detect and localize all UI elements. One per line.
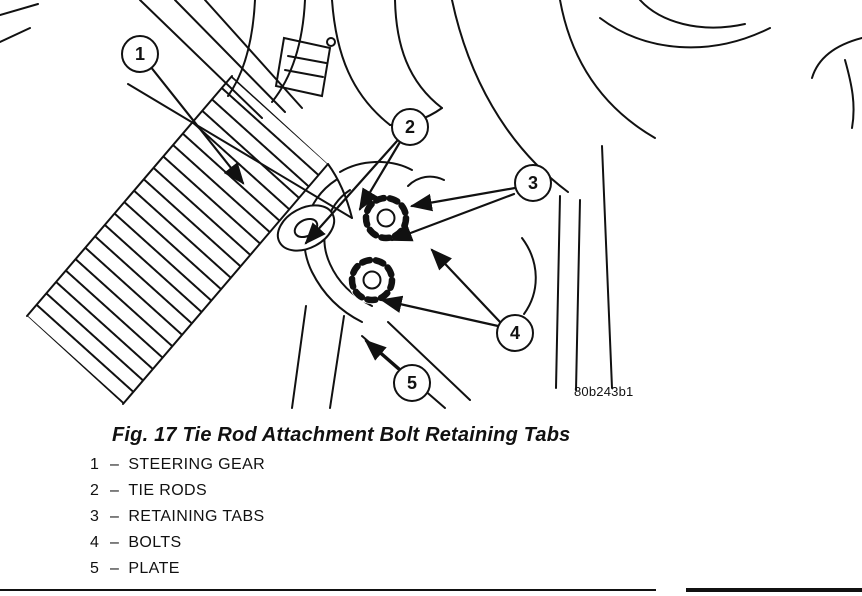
- legend-item-separator: –: [110, 456, 120, 473]
- callout-1: 1: [121, 35, 159, 73]
- legend-item-label: TIE RODS: [128, 482, 208, 499]
- legend-item-label: PLATE: [128, 560, 180, 577]
- legend-item-label: RETAINING TABS: [128, 508, 265, 525]
- steering-gear-art: [26, 0, 353, 405]
- legend-item: 5 – PLATE: [90, 560, 265, 586]
- legend-item-label: STEERING GEAR: [128, 456, 266, 473]
- legend-item-number: 1: [90, 456, 100, 473]
- bottom-rule-left: [0, 589, 656, 591]
- engine-art: [451, 0, 656, 391]
- callout-2: 2: [391, 108, 429, 146]
- callout-5: 5: [393, 364, 431, 402]
- legend-item-separator: –: [110, 508, 120, 525]
- callout-4: 4: [496, 314, 534, 352]
- bottom-rule-right: [686, 588, 862, 592]
- edge-fragments-art: [0, 0, 862, 129]
- legend-item: 2 – TIE RODS: [90, 482, 265, 508]
- legend-item: 3 – RETAINING TABS: [90, 508, 265, 534]
- figure-caption: Fig. 17 Tie Rod Attachment Bolt Retainin…: [112, 424, 571, 446]
- legend-item-label: BOLTS: [128, 534, 182, 551]
- legend: 1 – STEERING GEAR 2 – TIE RODS 3 – RETAI…: [90, 456, 265, 586]
- legend-item-number: 2: [90, 482, 100, 499]
- figure-ref-code: 80b243b1: [574, 384, 634, 399]
- callout-3: 3: [514, 164, 552, 202]
- tie-rod-cluster-art: [276, 160, 471, 409]
- legend-item-separator: –: [110, 482, 120, 499]
- callout-arrows: [148, 64, 517, 371]
- legend-item-separator: –: [110, 560, 120, 577]
- legend-item-separator: –: [110, 534, 120, 551]
- legend-item-number: 5: [90, 560, 100, 577]
- legend-item-number: 4: [90, 534, 100, 551]
- legend-item-number: 3: [90, 508, 100, 525]
- legend-item: 4 – BOLTS: [90, 534, 265, 560]
- legend-item: 1 – STEERING GEAR: [90, 456, 265, 482]
